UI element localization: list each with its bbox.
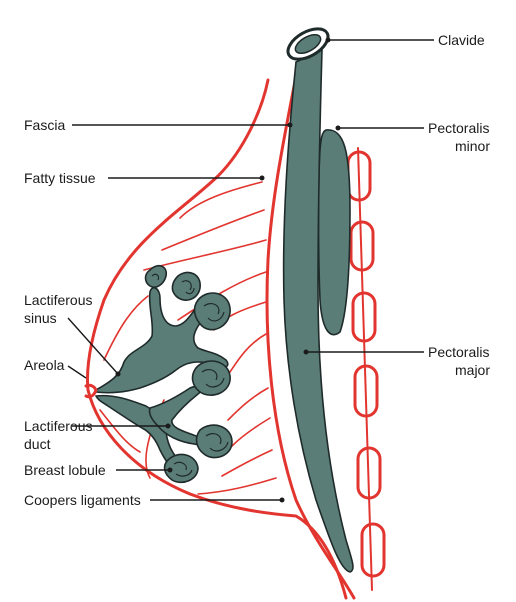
label-pectoralis-major-line2: major: [455, 362, 490, 378]
label-coopers-ligaments: Coopers ligaments: [24, 492, 141, 508]
label-pectoralis-major-line1: Pectoralis: [428, 344, 489, 360]
label-areola: Areola: [24, 357, 65, 373]
label-lactiferous-sinus-line1: Lactiferous: [24, 292, 92, 308]
label-pectoralis-minor-line2: minor: [455, 138, 490, 154]
clavicle-bone: [286, 27, 330, 61]
label-fatty-tissue: Fatty tissue: [24, 170, 96, 186]
lower-side-duct: [148, 385, 204, 446]
lobule-upper-2: [171, 271, 201, 301]
label-lactiferous-sinus-line2: sinus: [24, 310, 57, 326]
label-pectoralis-minor-line1: Pectoralis: [428, 120, 489, 136]
chest-wall-lines: [86, 53, 356, 600]
pectoralis-major-muscle: [282, 49, 354, 573]
label-clavicle: Clavide: [438, 32, 485, 48]
lobule-upper-1: [144, 264, 168, 289]
label-breast-lobule: Breast lobule: [24, 462, 106, 478]
lobule-lower-1: [195, 424, 233, 459]
label-lactiferous-duct-line2: duct: [24, 436, 51, 452]
label-fascia: Fascia: [24, 117, 65, 133]
lobule-upper-3: [193, 292, 231, 331]
lobule-middle: [191, 360, 231, 396]
glandular-tree: [84, 264, 233, 484]
labels: Clavide Pectoralis minor Pectoralis majo…: [24, 32, 490, 508]
leader-lines: [67, 37, 434, 503]
label-lactiferous-duct-line1: Lactiferous: [24, 418, 92, 434]
pectoralis-minor-muscle: [317, 129, 351, 336]
rib-chain: [346, 147, 386, 591]
